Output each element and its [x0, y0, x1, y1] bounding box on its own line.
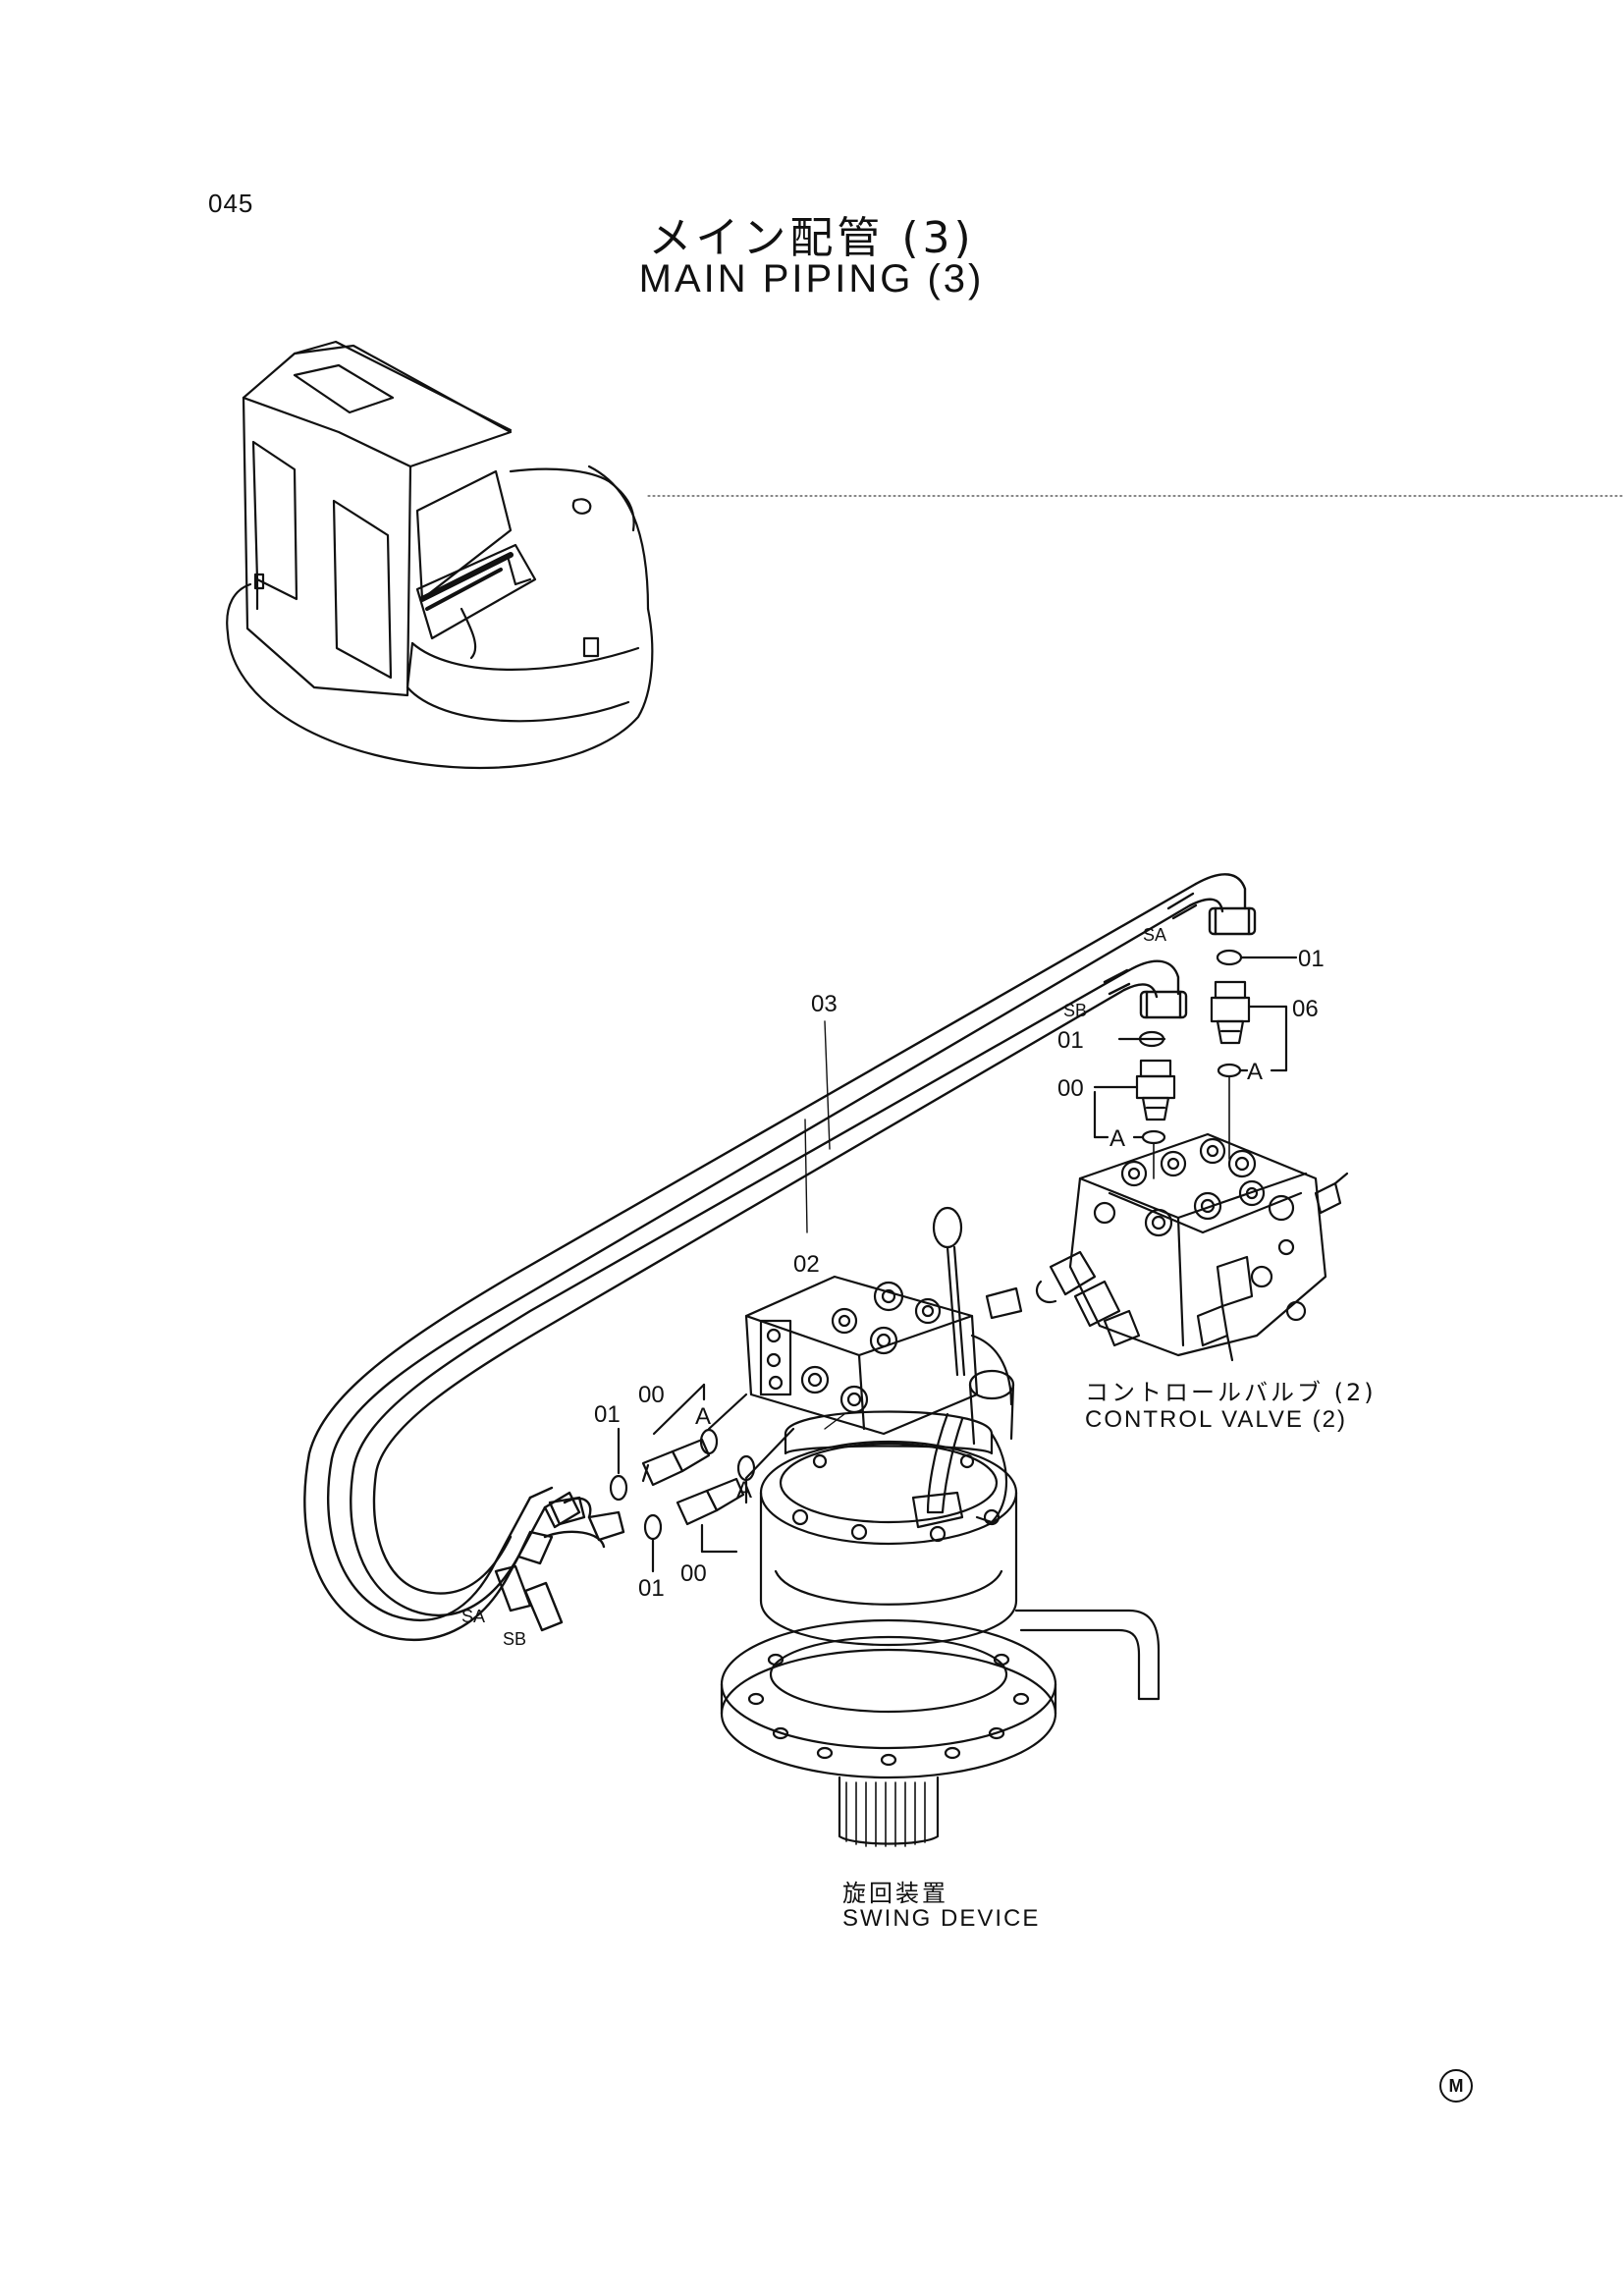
callout-fitting-00-swing-upper: 00: [638, 1382, 665, 1408]
callout-fitting-06: 06: [1292, 996, 1319, 1022]
callout-port-sa-top: SA: [1143, 925, 1166, 945]
callout-ref-a-swing-upper: A: [695, 1403, 711, 1430]
callout-ref-a-valve-left: A: [1109, 1125, 1125, 1152]
callout-oring-01-valve-right: 01: [1298, 946, 1325, 972]
callout-fitting-00-valve: 00: [1057, 1075, 1084, 1102]
callout-labels: 03 02 SA SB SA SB 01 06 A 01 00 A 01 00 …: [461, 925, 1325, 1649]
callout-oring-01-swing-lower: 01: [638, 1575, 665, 1602]
callout-port-sa-bottom: SA: [461, 1607, 485, 1626]
control-valve-illustration: [1035, 1132, 1349, 1362]
callout-ref-a-swing-lower: A: [736, 1477, 752, 1503]
callout-pipe-03: 03: [811, 991, 838, 1017]
swing-device-label-japanese: 旋回装置: [842, 1880, 948, 1907]
callout-oring-01-valve-left: 01: [1057, 1027, 1084, 1054]
callout-oring-01-swing-upper: 01: [594, 1401, 621, 1428]
swing-device-illustration: [720, 1206, 1161, 1847]
callout-ref-a-valve-right: A: [1247, 1059, 1263, 1085]
control-valve-label-english: CONTROL VALVE (2): [1085, 1406, 1347, 1433]
page-title-english: MAIN PIPING (3): [638, 257, 985, 301]
page-title-japanese: メイン配管 (3): [648, 213, 975, 263]
callout-pipe-02: 02: [793, 1251, 820, 1278]
manufacturer-mark: M: [1439, 2069, 1473, 2103]
page-number: 045: [208, 189, 254, 218]
excavator-cab-illustration: [226, 340, 1623, 769]
swing-device-label-english: SWING DEVICE: [842, 1905, 1041, 1932]
control-valve-label-japanese: コントロールバルブ (2): [1085, 1379, 1377, 1406]
callout-port-sb-bottom: SB: [503, 1629, 526, 1649]
hydraulic-hoses: [303, 873, 1257, 1641]
callout-port-sb-top: SB: [1063, 1001, 1087, 1020]
top-fittings: [1093, 949, 1298, 1179]
callout-fitting-00-swing-lower: 00: [680, 1560, 707, 1587]
swing-device-fittings: [609, 1383, 845, 1573]
